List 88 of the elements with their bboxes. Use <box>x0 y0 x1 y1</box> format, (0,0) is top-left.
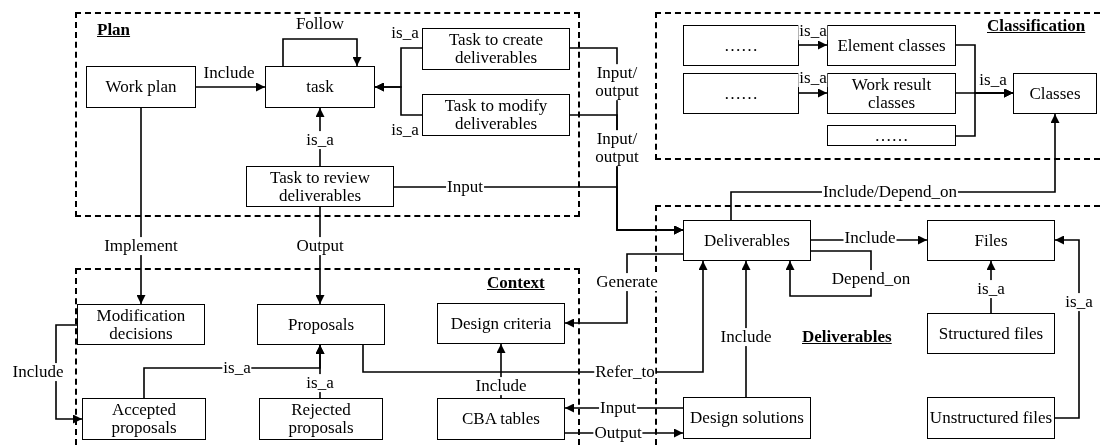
box-label: Classes <box>1029 84 1081 103</box>
box-label: Modification decisions <box>95 306 187 343</box>
dashed-group-panel <box>75 268 580 445</box>
connector-arrow <box>798 88 828 98</box>
connector-arrow <box>785 250 872 297</box>
box-label: …… <box>724 36 758 55</box>
concept-box <box>257 304 385 345</box>
concept-box <box>86 66 196 108</box>
box-label: Unstructured files <box>929 409 1053 427</box>
edge-label: Generate <box>595 273 659 291</box>
group-heading: Classification <box>987 16 1086 36</box>
connector-arrow <box>1054 235 1080 419</box>
edge-label: Input <box>446 178 484 196</box>
edge-label: is_a <box>390 121 420 139</box>
connector-arrow <box>393 186 684 235</box>
edge-label: Include <box>719 328 773 346</box>
edge-label: Include/Depend_on <box>821 183 959 201</box>
edge-label: Input/ output <box>594 130 640 166</box>
connector-arrow <box>798 40 828 50</box>
connector-arrow <box>564 253 684 328</box>
edge-label: Include <box>474 377 528 395</box>
group-heading: Deliverables <box>802 327 892 347</box>
concept-box <box>827 25 956 66</box>
concept-box <box>77 304 205 345</box>
concept-box <box>927 397 1055 439</box>
edge-label: is_a <box>798 69 828 87</box>
concept-box <box>82 398 206 440</box>
concept-box <box>683 220 811 261</box>
concept-box <box>1013 73 1097 114</box>
concept-box <box>422 28 570 70</box>
concept-box <box>927 220 1055 261</box>
concept-box <box>437 398 565 440</box>
connector-arrow <box>741 260 751 398</box>
box-label: Task to create deliverables <box>447 31 545 67</box>
box-label: Files <box>974 231 1008 250</box>
concept-box <box>259 398 383 440</box>
edge-label: is_a <box>305 374 335 392</box>
box-label: Deliverables <box>704 231 790 250</box>
box-label: Rejected proposals <box>287 401 355 437</box>
dashed-group-panel <box>655 12 1100 160</box>
box-label: Accepted proposals <box>110 401 178 437</box>
edge-label: Output <box>593 424 643 442</box>
group-heading: Context <box>487 273 545 293</box>
connector-arrow <box>195 82 266 92</box>
box-label: CBA tables <box>462 410 540 428</box>
connector-arrow <box>55 324 83 424</box>
concept-box <box>927 313 1055 354</box>
connector-arrow <box>374 82 423 116</box>
connector-arrow <box>282 38 362 67</box>
edge-label: is_a <box>798 22 828 40</box>
box-label: Design criteria <box>450 314 552 333</box>
edge-label: is_a <box>222 359 252 377</box>
concept-box <box>827 73 956 114</box>
group-heading: Plan <box>97 20 131 40</box>
box-label: Task to review deliverables <box>269 168 371 205</box>
edge-label: is_a <box>305 131 335 149</box>
box-label: Proposals <box>287 315 355 334</box>
box-label: Structured files <box>938 324 1044 343</box>
edge-label: is_a <box>390 24 420 42</box>
concept-box <box>827 125 956 146</box>
box-label: …… <box>874 126 909 145</box>
concept-box <box>437 303 565 344</box>
edge-label: Depend_on <box>830 270 912 288</box>
concept-box <box>422 94 570 136</box>
concept-box <box>265 66 375 108</box>
edge-label: Refer_to <box>594 363 656 381</box>
edge-label: Implement <box>103 237 179 255</box>
box-label: Task to modify deliverables <box>443 97 549 133</box>
edge-label: is_a <box>976 280 1006 298</box>
edge-label: Input/ output <box>594 64 640 100</box>
box-label: Element classes <box>837 36 946 55</box>
concept-box <box>246 166 394 207</box>
box-label: …… <box>724 84 758 103</box>
concept-box <box>683 397 811 439</box>
concept-box <box>683 25 799 66</box>
edge-label: Include <box>11 363 65 381</box>
box-label: Design solutions <box>690 409 804 427</box>
edge-label: Output <box>295 237 345 255</box>
box-label: Work result classes <box>850 75 933 112</box>
box-label: Work plan <box>105 78 177 96</box>
connector-arrow <box>955 88 1014 137</box>
dashed-group-panel <box>75 12 580 217</box>
edge-label: is_a <box>1064 293 1094 311</box>
connector-arrow <box>136 107 146 305</box>
box-label: task <box>306 78 334 96</box>
concept-box <box>683 73 799 114</box>
edge-label: Input <box>599 399 637 417</box>
edge-label: is_a <box>978 71 1008 89</box>
